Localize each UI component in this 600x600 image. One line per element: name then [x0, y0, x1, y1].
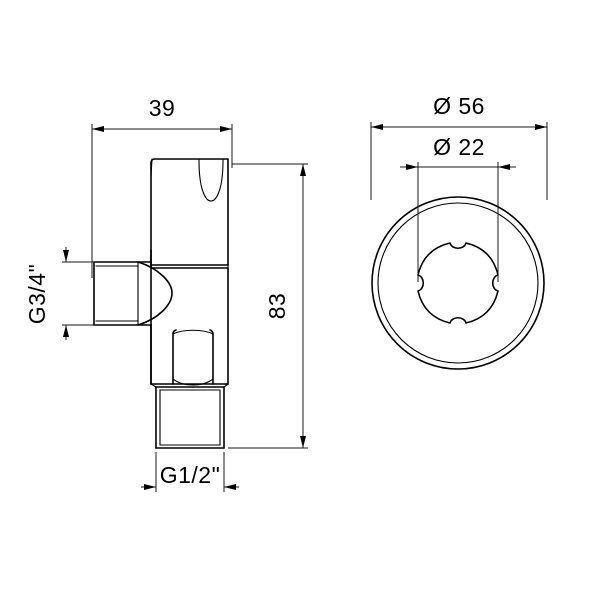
dimension-d22-label: Ø 22	[433, 134, 485, 160]
dimension-83-label: 83	[264, 293, 290, 320]
dimension-39-label: 39	[149, 95, 176, 121]
outer-circle-inner-offset	[377, 202, 539, 364]
lower-boss	[172, 329, 214, 386]
outer-circle-d56	[371, 196, 545, 370]
front-elevation-view: 39 83 G3/4"	[24, 95, 308, 492]
valve-body	[150, 249, 229, 385]
inlet-branch-g34	[93, 261, 173, 385]
dimension-d22: Ø 22	[400, 134, 516, 282]
dimension-g12-label: G1/2"	[160, 462, 221, 488]
dimension-g34-label: G3/4"	[24, 264, 50, 325]
dimension-d56-label: Ø 56	[433, 93, 485, 119]
end-elevation-view: Ø 56 Ø 22	[370, 93, 548, 370]
outlet-thread-g12	[150, 383, 229, 449]
valve-upper-cap	[150, 158, 229, 266]
dimension-g34: G3/4"	[24, 247, 96, 340]
central-notched-bore	[417, 242, 499, 324]
dimension-83: 83	[228, 163, 308, 449]
dimension-g12: G1/2"	[141, 452, 239, 492]
dimension-39: 39	[91, 95, 233, 278]
dimension-d56: Ø 56	[370, 93, 548, 200]
